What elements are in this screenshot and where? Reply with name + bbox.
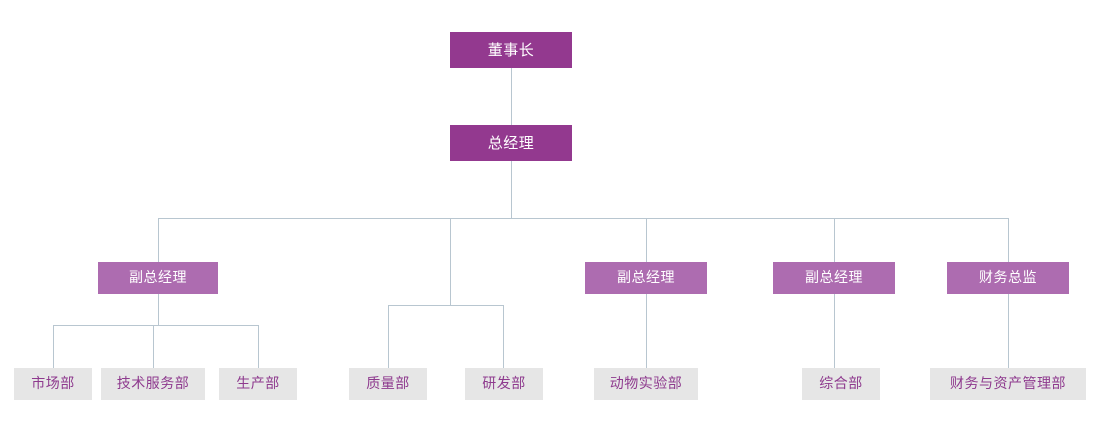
node-rd-dept[interactable]: 研发部 <box>465 368 543 400</box>
connector-to-animal-lab-dept <box>646 294 647 368</box>
connector-to-finance-asset-dept <box>1008 294 1009 368</box>
node-tech-service-dept[interactable]: 技术服务部 <box>101 368 205 400</box>
node-deputy-gm-2[interactable]: 副总经理 <box>585 262 707 294</box>
connector-bus-to-finance-director <box>1008 218 1009 262</box>
connector-gm-stem <box>511 161 512 218</box>
connector-deputy-gm-1-bus <box>53 325 258 326</box>
node-production-dept[interactable]: 生产部 <box>219 368 297 400</box>
node-general-affairs-dept[interactable]: 综合部 <box>802 368 880 400</box>
connector-main-bus <box>158 218 1009 219</box>
connector-to-rd-dept <box>503 305 504 368</box>
connector-bus-to-deputy-gm-2 <box>646 218 647 262</box>
connector-to-tech-service-dept <box>153 325 154 368</box>
node-animal-lab-dept[interactable]: 动物实验部 <box>594 368 698 400</box>
node-finance-asset-dept[interactable]: 财务与资产管理部 <box>930 368 1086 400</box>
node-finance-director[interactable]: 财务总监 <box>947 262 1069 294</box>
connector-quality-rd-bus <box>388 305 504 306</box>
node-deputy-gm-1[interactable]: 副总经理 <box>98 262 218 294</box>
connector-to-quality-dept <box>388 305 389 368</box>
node-market-dept[interactable]: 市场部 <box>14 368 92 400</box>
connector-to-general-affairs-dept <box>834 294 835 368</box>
connector-bus-to-deputy-gm-1 <box>158 218 159 262</box>
node-chairman[interactable]: 董事长 <box>450 32 572 68</box>
connector-to-market-dept <box>53 325 54 368</box>
node-general-manager[interactable]: 总经理 <box>450 125 572 161</box>
connector-bus-to-quality-rd-group <box>450 218 451 305</box>
node-deputy-gm-3[interactable]: 副总经理 <box>773 262 895 294</box>
node-quality-dept[interactable]: 质量部 <box>349 368 427 400</box>
connector-to-production-dept <box>258 325 259 368</box>
connector-bus-to-deputy-gm-3 <box>834 218 835 262</box>
connector-chairman-to-gm <box>511 68 512 125</box>
connector-deputy-gm-1-stem <box>158 294 159 325</box>
